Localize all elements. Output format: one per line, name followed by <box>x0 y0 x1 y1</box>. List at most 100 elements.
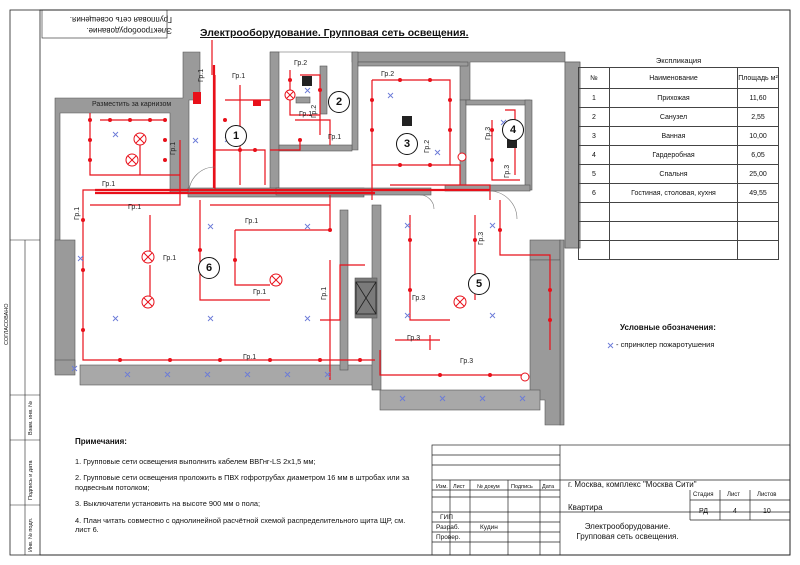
group-label-vertical: Гр.1 <box>170 141 177 155</box>
cell-name: Санузел <box>609 107 738 127</box>
group-label: Гр.3 <box>412 295 426 302</box>
side-podp-data: Подпись и дата <box>28 460 34 500</box>
cell-area: 10,00 <box>737 126 779 146</box>
room-number-4: 4 <box>502 119 524 141</box>
side-agreed: СОГЛАСОВАНО <box>4 303 10 346</box>
cell-name: Ванная <box>609 126 738 146</box>
note-item: 4. План читать совместно с однолинейной … <box>75 515 406 535</box>
col-date: Дата <box>542 484 555 490</box>
col-izm: Изм. <box>436 484 448 490</box>
shaft-box <box>355 281 377 315</box>
group-label-vertical: Гр.3 <box>485 126 492 140</box>
title-object: Квартира <box>568 503 603 512</box>
floor-plan-walls <box>54 51 581 426</box>
group-label: Гр.1 <box>243 354 257 361</box>
group-label: Гр.1 <box>232 73 246 80</box>
group-label: Гр.3 <box>407 335 421 342</box>
sheet-header: Лист <box>727 492 741 498</box>
side-inv-podl: Инв. № подл. <box>28 517 34 552</box>
room-number-5: 5 <box>468 273 490 295</box>
side-vzam: Взам. инв. № <box>28 400 34 435</box>
cell-area: 2,55 <box>737 107 779 127</box>
group-label: Гр.1 <box>299 111 313 118</box>
notes-block: Примечания: 1. Групповые сети освещения … <box>75 437 415 542</box>
inverted-stamp-line-2: Групповая сеть освещения. <box>69 15 172 24</box>
cell-num: 2 <box>578 107 610 127</box>
group-label-vertical: Гр.1 <box>74 206 81 220</box>
group-label-vertical: Гр.1 <box>198 68 205 82</box>
col-doc: № докум <box>477 484 500 490</box>
explication-header-name: Наименование <box>609 67 738 89</box>
cell-name: Гостиная, столовая, кухня <box>609 183 738 203</box>
title-location: г. Москва, комплекс "Москва Сити" <box>568 480 697 489</box>
wall-fittings <box>193 92 261 106</box>
cell-area: 6,05 <box>737 145 779 165</box>
group-label-vertical: Гр.3 <box>478 231 485 245</box>
table-row-empty <box>578 221 779 241</box>
group-label-vertical: Гр.2 <box>311 104 318 118</box>
razrab-name: Кудин <box>480 524 498 531</box>
lighting-wiring <box>82 40 551 380</box>
cell-num: 1 <box>578 88 610 108</box>
sheet-value: 4 <box>733 508 737 515</box>
cell-num: 5 <box>578 164 610 184</box>
drawing-title: Электрооборудование. Групповая сеть осве… <box>576 522 679 541</box>
note-cornice: Разместить за карнизом <box>92 101 172 108</box>
note-item: 2. Групповые сети освещения проложить в … <box>75 473 410 492</box>
table-row-empty <box>578 202 779 222</box>
legend-sprinkler-label: - спринклер пожаротушения <box>616 340 715 349</box>
room-number-3: 3 <box>396 133 418 155</box>
group-label: Гр.1 <box>253 289 267 296</box>
stage-value: РД <box>699 508 708 515</box>
group-label: Гр.1 <box>163 255 177 262</box>
prover-label: Провер. <box>436 534 461 541</box>
ventilation-grilles <box>302 76 517 148</box>
room-number-1: 1 <box>225 125 247 147</box>
table-row-empty <box>578 240 779 260</box>
cell-name: Прихожая <box>609 88 738 108</box>
explication-header-num: № <box>578 67 610 89</box>
col-sign: Подпись <box>511 484 533 490</box>
group-label-vertical: Гр.2 <box>424 139 431 153</box>
explication-header-area: Площадь м² <box>737 67 779 89</box>
cell-area: 11,60 <box>737 88 779 108</box>
room-number-2: 2 <box>328 91 350 113</box>
cell-num: 3 <box>578 126 610 146</box>
room-number-6: 6 <box>198 257 220 279</box>
cell-area: 49,55 <box>737 183 779 203</box>
main-duct <box>95 65 490 195</box>
inverted-stamp-line-1: Электрооборудование. <box>86 26 172 35</box>
page-title: Электрооборудование. Групповая сеть осве… <box>200 27 469 39</box>
group-label: Гр.1 <box>328 134 342 141</box>
legend-title: Условные обозначения: <box>620 323 716 332</box>
note-item: 1. Групповые сети освещения выполнить ка… <box>75 456 316 466</box>
stage-header: Стадия <box>693 492 714 498</box>
notes-title: Примечания: <box>75 437 127 446</box>
luminaire-points <box>81 78 552 377</box>
cell-area: 25,00 <box>737 164 779 184</box>
sheets-value: 10 <box>763 508 771 515</box>
group-label: Гр.1 <box>245 218 259 225</box>
razrab-label: Разраб. <box>436 524 460 531</box>
title-block-frame <box>431 444 791 556</box>
group-label: Гр.1 <box>102 181 116 188</box>
inverted-stamp: Электрооборудование. Групповая сеть осве… <box>62 10 172 36</box>
explication-caption: Экспликация <box>655 56 702 65</box>
cell-num: 4 <box>578 145 610 165</box>
col-list: Лист <box>453 484 465 490</box>
sheets-header: Листов <box>757 492 777 498</box>
cell-name: Спальня <box>609 164 738 184</box>
note-item: 3. Выключатели установить на высоте 900 … <box>75 499 261 508</box>
ceiling-lights <box>125 89 530 382</box>
group-label: Гр.2 <box>294 60 308 67</box>
cell-name: Гардеробная <box>609 145 738 165</box>
group-label-vertical: Гр.3 <box>504 164 511 178</box>
cell-num: 6 <box>578 183 610 203</box>
